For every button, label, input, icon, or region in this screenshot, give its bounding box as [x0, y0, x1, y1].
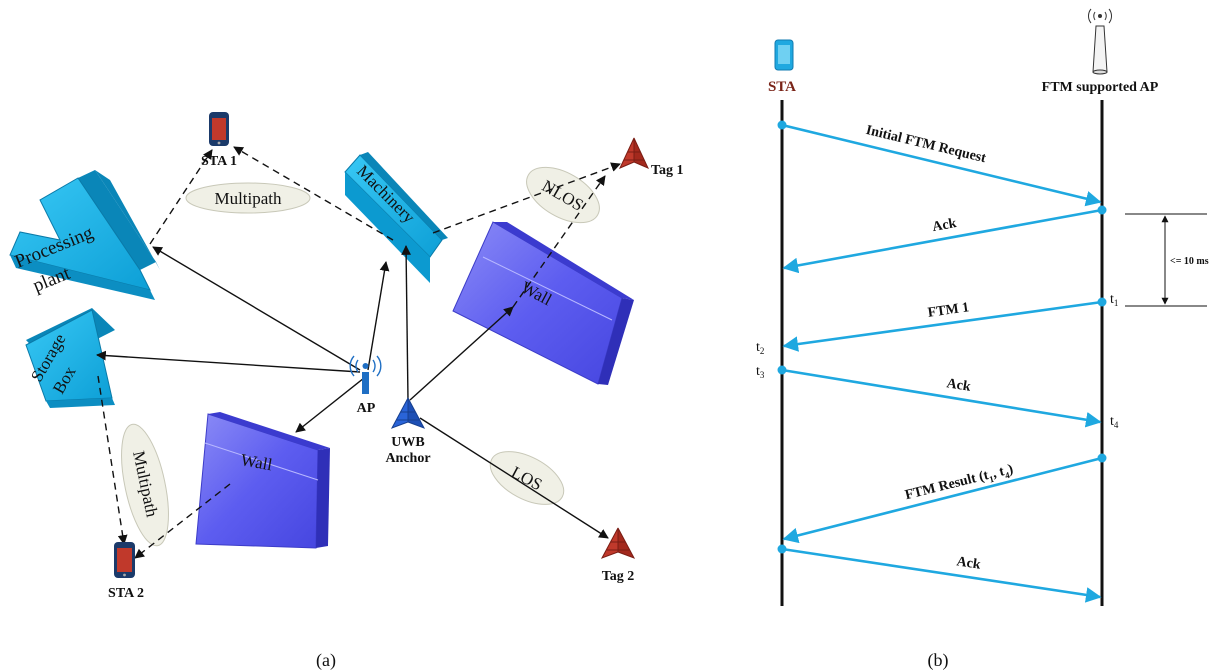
sta1-label: STA 1 — [201, 154, 237, 169]
solid-links — [96, 245, 609, 539]
ellipse-nlos: NLOS — [526, 166, 600, 224]
ap-label: AP — [357, 401, 376, 416]
uwb-anchor-icon — [390, 397, 426, 429]
msg-ack3-label: Ack — [955, 554, 981, 572]
t2-label: t2 — [756, 340, 764, 356]
ap-title: FTM supported AP — [1042, 80, 1159, 95]
tag2-label: Tag 2 — [602, 569, 635, 584]
sta-phone-icon — [774, 39, 794, 71]
tag1-icon — [618, 137, 650, 169]
caption-b: (b) — [928, 650, 949, 671]
message-arrows — [781, 123, 1103, 603]
sta1-phone-icon — [209, 112, 229, 146]
ellipse-multipath-left: Multipath — [121, 423, 169, 547]
sta2-label: STA 2 — [108, 586, 144, 601]
panel-b: STA FTM supported AP — [756, 8, 1209, 671]
wall-top: Wall — [452, 221, 634, 385]
ap-icon — [349, 355, 382, 394]
multipath-top-label: Multipath — [214, 189, 282, 208]
interval-label: <= 10 ms — [1170, 256, 1209, 267]
tag2-icon — [600, 527, 636, 559]
uwb-label-2: Anchor — [385, 451, 430, 466]
t3-label: t3 — [756, 364, 765, 380]
msg-ack2-label: Ack — [945, 376, 971, 395]
sta-title: STA — [768, 79, 796, 95]
ellipse-los: LOS — [489, 451, 565, 505]
ap-tower-icon — [1087, 8, 1113, 75]
caption-a: (a) — [316, 650, 336, 671]
wall-bottom: Wall — [195, 412, 330, 549]
uwb-label-1: UWB — [391, 435, 424, 450]
msg-ftm1-label: FTM 1 — [927, 300, 970, 321]
processing-plant: Processing plant — [9, 170, 160, 300]
storage-box: Storage Box — [25, 308, 115, 408]
tag1-label: Tag 1 — [651, 163, 684, 178]
dashed-links — [97, 146, 621, 559]
ellipse-multipath-top: Multipath — [185, 182, 311, 214]
interval-bracket — [1125, 213, 1207, 307]
sta2-phone-icon — [114, 542, 135, 578]
msg-ack1-label: Ack — [931, 216, 958, 235]
panel-a: Processing plant Storage Box Machinery W… — [9, 112, 684, 671]
message-endpoints — [777, 120, 1107, 554]
machinery: Machinery — [344, 152, 448, 283]
t1-label: t1 — [1110, 292, 1118, 308]
t4-label: t4 — [1110, 414, 1119, 430]
